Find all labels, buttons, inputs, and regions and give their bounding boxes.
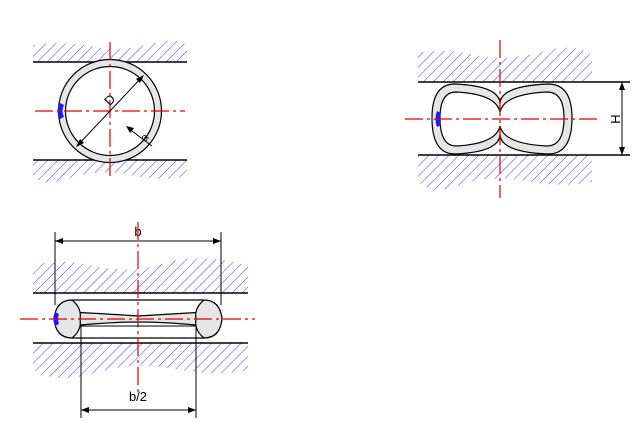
top-plate-hatch bbox=[418, 47, 592, 82]
bottom-plate-hatch bbox=[418, 155, 592, 190]
diameter-line bbox=[77, 76, 143, 146]
figure-flattened-tube: b b/2 bbox=[20, 222, 255, 418]
diameter-arrow-high bbox=[136, 75, 144, 83]
tube-outer-edge bbox=[431, 83, 573, 155]
width-arrow-right bbox=[213, 238, 221, 244]
height-arrow-top bbox=[619, 82, 625, 90]
diameter-arrow-low bbox=[76, 139, 84, 147]
half-width-arrow-left bbox=[81, 407, 89, 413]
bottom-plate-hatch bbox=[33, 343, 248, 379]
half-width-arrow-right bbox=[188, 407, 196, 413]
diameter-label: D bbox=[101, 91, 118, 108]
height-arrow-bottom bbox=[619, 147, 625, 155]
top-plate-hatch bbox=[33, 258, 248, 293]
figure-pinched-tube: H bbox=[405, 40, 630, 198]
weld-mark bbox=[57, 103, 64, 119]
height-label: H bbox=[608, 114, 623, 123]
thickness-leader bbox=[127, 127, 153, 147]
thickness-arrow bbox=[126, 126, 134, 133]
tube-inner-edge bbox=[439, 91, 565, 147]
half-width-label: b/2 bbox=[129, 389, 147, 404]
tube-wall bbox=[432, 84, 572, 154]
figure-round-tube: D a bbox=[33, 40, 187, 183]
width-arrow-left bbox=[55, 238, 63, 244]
